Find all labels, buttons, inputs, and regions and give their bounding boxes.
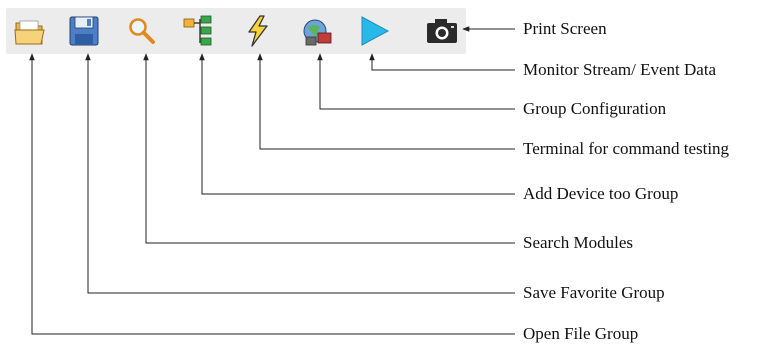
label-group-configuration: Group Configuration: [523, 99, 667, 118]
callout-open-file: [29, 53, 515, 335]
magnifier-icon[interactable]: [124, 13, 160, 49]
callout-add-device: [199, 53, 515, 195]
label-search-modules: Search Modules: [523, 233, 634, 252]
callout-save-favorite: [85, 53, 515, 294]
label-save-favorite: Save Favorite Group: [523, 283, 665, 302]
label-open-file: Open File Group: [523, 324, 639, 343]
callout-monitor-stream: [369, 53, 515, 71]
callout-search-modules: [143, 53, 515, 244]
floppy-disk-icon[interactable]: [66, 13, 102, 49]
play-icon[interactable]: [356, 13, 392, 49]
group-config-icon[interactable]: [300, 13, 336, 49]
label-terminal: Terminal for command testing: [523, 139, 730, 158]
lightning-icon[interactable]: [240, 13, 276, 49]
callout-terminal: [257, 53, 515, 150]
label-monitor-stream: Monitor Stream/ Event Data: [523, 60, 717, 79]
camera-icon[interactable]: [424, 13, 460, 49]
open-folder-icon[interactable]: [12, 13, 48, 49]
callout-group-configuration: [317, 53, 515, 110]
device-tree-icon[interactable]: [180, 13, 216, 49]
label-add-device: Add Device too Group: [523, 184, 679, 203]
label-print-screen: Print Screen: [523, 19, 607, 38]
